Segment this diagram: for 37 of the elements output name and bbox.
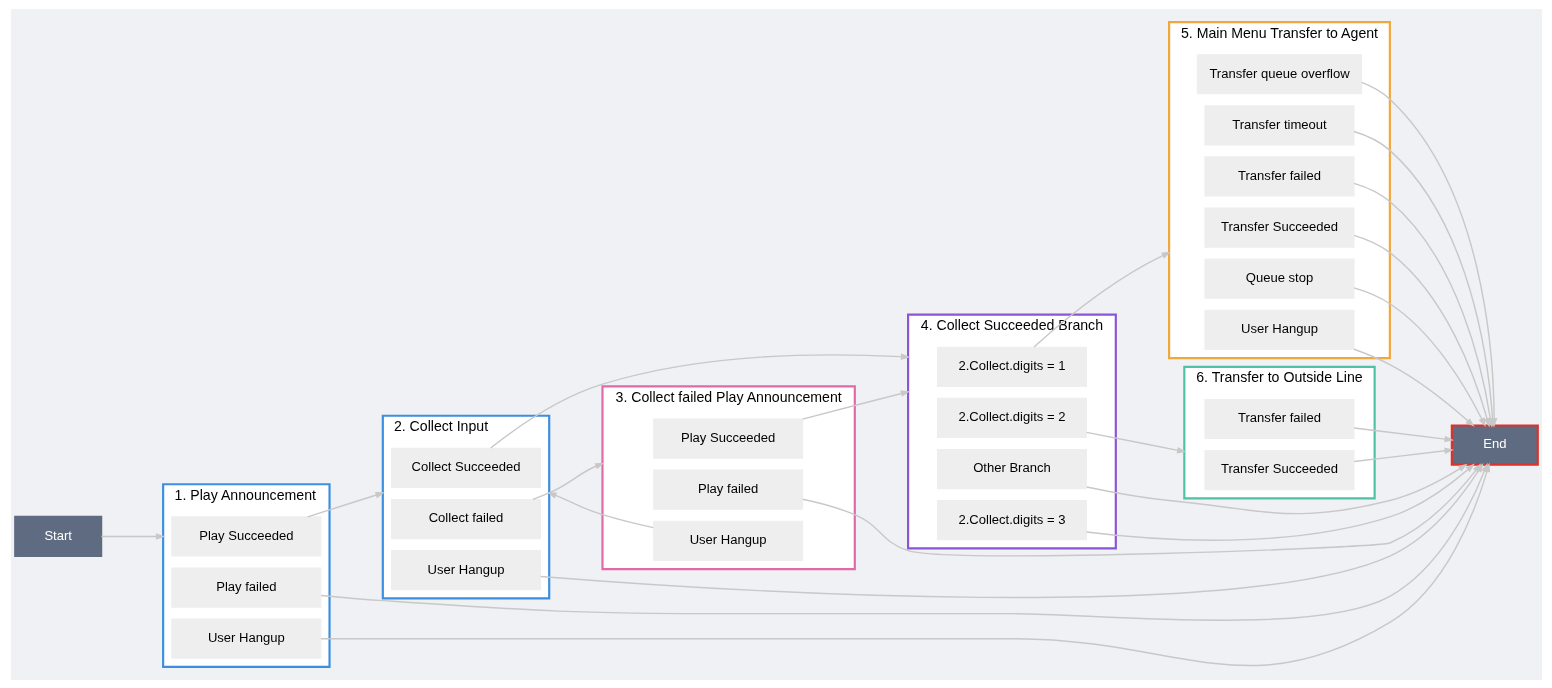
node-box: Collect failed (390, 498, 541, 539)
node-box: 2.Collect.digits = 2 (936, 397, 1087, 438)
arrow (306, 491, 385, 518)
node-box: User Hangup (652, 520, 803, 561)
node-box: Start (13, 515, 102, 557)
arrow (1085, 463, 1468, 514)
arrow (1032, 251, 1171, 348)
node-box: Transfer queue overflow (1196, 53, 1362, 94)
arrow (100, 532, 165, 540)
node-box: User Hangup (390, 549, 541, 590)
node-box: Play Succeeded (652, 417, 803, 459)
node-box: Transfer timeout (1203, 104, 1354, 145)
arrow (1352, 348, 1475, 427)
arrow (1085, 431, 1186, 453)
node-box: Queue stop (1203, 258, 1354, 299)
node-box: Play failed (170, 566, 321, 608)
node-box: 2.Collect.digits = 1 (936, 346, 1087, 387)
node-box: End (1450, 423, 1539, 466)
node-box: Transfer Succeeded (1203, 449, 1354, 490)
node-box: Collect Succeeded (390, 447, 541, 488)
node-box: Other Branch (936, 448, 1087, 489)
node-box: 2.Collect.digits = 3 (936, 499, 1087, 540)
node-box: Play Succeeded (170, 515, 321, 557)
node-box: User Hangup (1203, 309, 1354, 350)
arrow (1085, 463, 1475, 541)
arrow (531, 462, 604, 500)
arrow (489, 352, 910, 449)
node-box: Play failed (652, 469, 803, 510)
node-box: User Hangup (170, 618, 321, 659)
arrow (1353, 426, 1454, 442)
arrow (1352, 286, 1486, 427)
arrow (546, 491, 654, 528)
arrow (801, 389, 910, 420)
arrow (1353, 447, 1454, 462)
node-box: Transfer failed (1203, 398, 1354, 439)
node-box: Transfer Succeeded (1203, 206, 1354, 248)
node-box: Transfer failed (1203, 155, 1354, 197)
